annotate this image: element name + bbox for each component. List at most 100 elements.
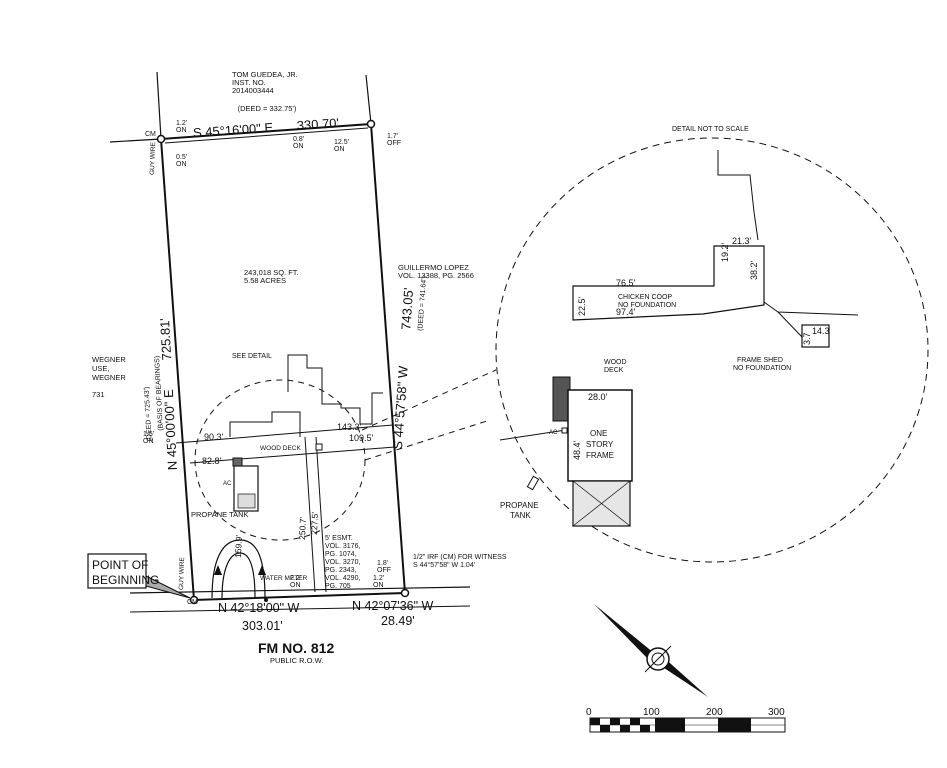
interior-fence-2 — [189, 446, 396, 464]
garage-cross-b — [572, 480, 631, 527]
south-bearing-1: N 42°18'00" W — [218, 601, 300, 615]
east-bearing: S 44°57'58" W — [390, 365, 411, 450]
detail-fence-shed — [777, 311, 804, 339]
detail-leader-top — [361, 369, 497, 431]
house-dim-48-4: 48.4' — [572, 440, 582, 460]
coop-dim-38-2: 38.2' — [749, 260, 759, 280]
west-owner-line2: USE, — [92, 364, 110, 373]
south-distance-2: 28.49' — [381, 614, 415, 628]
east-owner-vol: VOL. 13388, PG. 2566 — [398, 271, 474, 280]
corner-monument-nw — [156, 134, 166, 144]
coop-label-1: CHICKEN COOP — [618, 294, 672, 301]
guy-wire-label-n: GUY WIRE — [149, 141, 157, 175]
small-structure — [315, 443, 323, 451]
shed-label-2: NO FOUNDATION — [733, 365, 791, 372]
s-offset-22: 2.2' — [290, 575, 301, 582]
north-owner-inst-label: INST. NO. — [232, 78, 266, 87]
north-deed-distance: (DEED = 332.75') — [238, 104, 297, 113]
water-meter-label: WATER METER — [260, 575, 308, 582]
north-owner-inst-no: 2014003444 — [232, 86, 274, 95]
scale-tick-300: 300 — [768, 707, 785, 718]
n-offset-08: 0.8' — [293, 136, 304, 143]
detail-fence-north — [717, 150, 759, 241]
scale-bar — [589, 717, 786, 733]
west-deed-distance: (DEED = 725.43') — [144, 386, 154, 441]
pob-arrow — [145, 575, 191, 599]
north-bearing: S 45°16'00" E — [192, 120, 273, 141]
water-meter-symbol — [264, 598, 268, 602]
s-offset-12-on: ON — [373, 582, 384, 589]
ac-label-main: AC — [223, 481, 232, 487]
house-dim-28: 28.0' — [588, 392, 608, 402]
west-owner-line4: 731 — [92, 390, 105, 399]
south-bearing-2: N 42°07'36" W — [352, 599, 434, 613]
nw-on-label: ON — [176, 127, 187, 134]
wood-deck-label-main: WOOD DECK — [260, 445, 301, 452]
n-offset-125-on: ON — [334, 146, 345, 153]
s-offset-18-off: OFF — [377, 567, 391, 574]
area-sq-ft: 243,018 SQ. FT. — [244, 268, 299, 277]
house-main-porch — [237, 493, 256, 509]
n-offset-08-on: ON — [293, 143, 304, 150]
chicken-coop — [572, 245, 765, 321]
detail-propane-2: TANK — [510, 511, 531, 520]
dim-159-9: 159.9' — [233, 534, 244, 558]
esmt-line2: VOL. 3176, — [325, 543, 360, 550]
dim-250-7: 250.7' — [297, 516, 308, 540]
drive-line-a — [304, 436, 316, 593]
nw-offset-05: 0.5' — [176, 154, 187, 161]
coop-label-2: NO FOUNDATION — [618, 302, 676, 309]
esmt-line4: VOL. 3270, — [325, 559, 360, 566]
west-basis: (BASIS OF BEARINGS) — [154, 356, 165, 431]
detail-propane-tank — [526, 475, 540, 491]
detail-fence-east — [763, 301, 859, 316]
esmt-line1: 5' ESMT. — [325, 535, 353, 542]
w-offset-15-on: ON — [143, 438, 154, 445]
coop-dim-19-2: 19.2' — [720, 242, 730, 262]
coop-dim-21-3: 21.3' — [732, 236, 752, 246]
fence-building-outline — [229, 411, 301, 437]
house-label-1: ONE — [590, 429, 607, 438]
interior-fence-1 — [175, 424, 394, 444]
pob-line1: POINT OF — [92, 558, 148, 572]
dim-90-3: 90.3' — [204, 432, 224, 442]
detail-deck-label-2: DECK — [604, 367, 624, 374]
east-deed-distance: (DEED = 741.64') — [417, 276, 428, 331]
south-distance-1: 303.01' — [242, 619, 283, 633]
detail-note: DETAIL NOT TO SCALE — [672, 126, 749, 133]
nw-offset-05-on: ON — [176, 161, 187, 168]
detail-circle — [495, 137, 929, 563]
driveway-arrow-2 — [214, 565, 222, 575]
west-distance: 725.81' — [157, 318, 174, 361]
north-distance: 330.70' — [296, 115, 339, 133]
cm-label-sw: CM — [187, 599, 198, 606]
east-distance: 743.05' — [398, 287, 416, 330]
ne-offset-17-off: OFF — [387, 140, 401, 147]
driveway-arrow-1 — [258, 565, 266, 575]
s-offset-22-on: ON — [290, 582, 301, 589]
coop-dim-22-5: 22.5' — [577, 296, 587, 316]
corner-monument-se — [400, 588, 410, 598]
propane-label-main: PROPANE TANK — [191, 510, 249, 519]
detail-deck-label-1: WOOD — [604, 359, 627, 366]
esmt-line7: PG. 705 — [325, 583, 351, 590]
detail-ac-label: AC — [549, 430, 558, 436]
esmt-line6: VOL. 4290, — [325, 575, 360, 582]
north-fence — [164, 127, 369, 144]
frame-shed — [801, 324, 830, 348]
dim-143-3: 143.3' — [337, 422, 362, 432]
north-owner-name: TOM GUEDEA, JR. — [232, 70, 298, 79]
road-name: FM NO. 812 — [258, 640, 334, 656]
corner-monument-sw — [189, 595, 199, 605]
guy-wire-label-s: GUY WIRE — [178, 556, 186, 590]
east-owner-name: GUILLERMO LOPEZ — [398, 263, 469, 272]
irf-witness: S 44°57'58" W 1.04' — [413, 561, 475, 569]
west-bearing: N 45°00'00" E — [161, 389, 180, 471]
shed-dim-w: 14.3 — [812, 326, 830, 336]
coop-outline-main — [287, 354, 383, 425]
detail-propane-1: PROPANE — [500, 501, 539, 510]
ne-offset-17: 1.7' — [387, 133, 398, 140]
house-label-2: STORY — [586, 440, 614, 449]
cm-label-nw: CM — [145, 131, 156, 138]
s-offset-18: 1.8' — [377, 560, 388, 567]
